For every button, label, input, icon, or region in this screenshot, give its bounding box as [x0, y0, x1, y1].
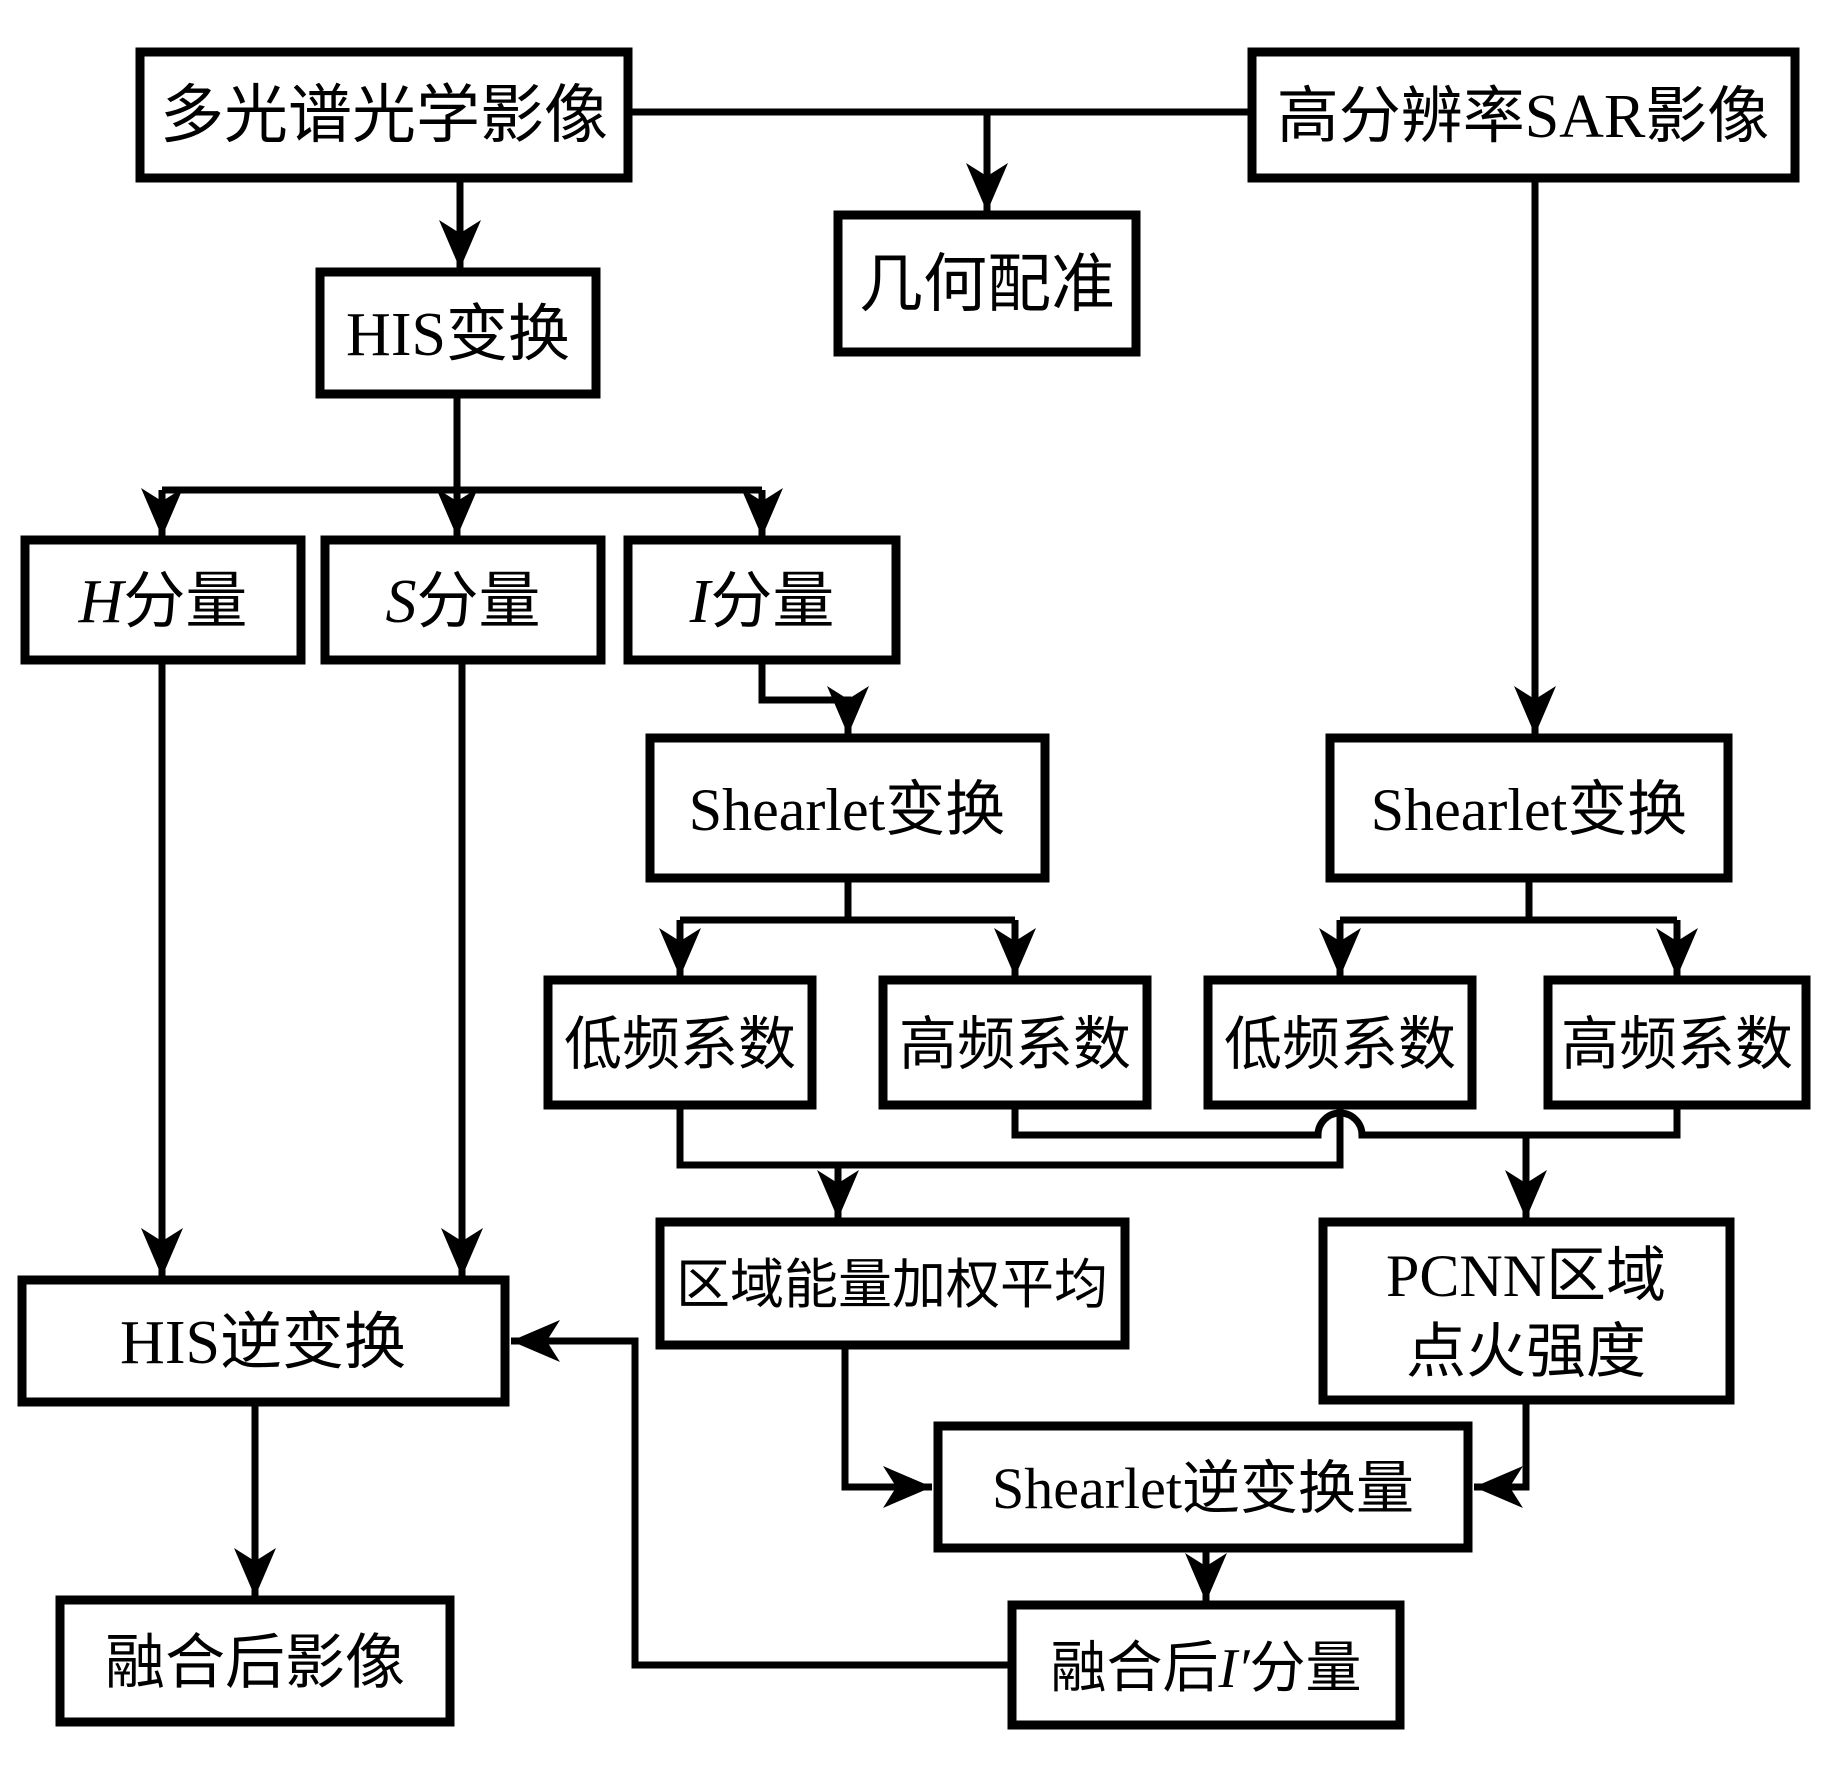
node-region-energy-label: 区域能量加权平均 — [676, 1255, 1108, 1315]
node-geo-registration-label: 几何配准 — [859, 249, 1115, 320]
connector-shearlet-sar-branch — [1340, 878, 1677, 924]
node-h-component-box — [20, 535, 306, 665]
node-region-energy-box — [655, 1217, 1130, 1350]
connector-shearlet-optical-branch — [680, 878, 1015, 924]
s-component-letter: S — [385, 568, 416, 636]
node-multispectral-label: 多光谱光学影像 — [160, 80, 608, 151]
node-low-freq-sar-label: 低频系数 — [1224, 1012, 1456, 1077]
node-fused-i-box — [1007, 1600, 1405, 1730]
connector-fused-i-to-his-inverse — [511, 1320, 1012, 1669]
node-s-component-box — [320, 535, 606, 665]
connector-region-energy-to-shearlet-inverse — [841, 1345, 932, 1508]
node-high-freq-sar-box — [1543, 975, 1811, 1110]
node-shearlet-sar-label: Shearlet变换 — [1371, 777, 1688, 843]
node-shearlet-sar-box — [1325, 733, 1733, 883]
node-fused-i-label: 融合后I′分量 — [1051, 1638, 1362, 1700]
node-i-component-label: I分量 — [689, 568, 835, 636]
node-pcnn-label-line2: 点火强度 — [1406, 1319, 1646, 1385]
node-his-transform-label: HIS变换 — [346, 301, 570, 369]
connector-low-freq-collector — [676, 1105, 1344, 1169]
node-low-freq-optical-label: 低频系数 — [564, 1012, 796, 1077]
node-sar-box — [1247, 47, 1800, 183]
node-multispectral-box — [135, 47, 633, 183]
i-component-suffix: 分量 — [710, 568, 834, 636]
h-component-letter: H — [78, 568, 127, 636]
node-high-freq-optical-box — [878, 975, 1152, 1110]
node-low-freq-sar-box — [1203, 975, 1477, 1110]
node-low-freq-optical-box — [543, 975, 817, 1110]
fused-i-letter: I′ — [1218, 1638, 1251, 1700]
node-sar-label: 高分辨率SAR影像 — [1277, 83, 1770, 151]
node-shearlet-inverse-label: Shearlet逆变换量 — [992, 1456, 1414, 1521]
node-pcnn-box — [1318, 1217, 1735, 1405]
node-high-freq-sar-label: 高频系数 — [1561, 1012, 1793, 1077]
node-fused-image-box — [55, 1595, 455, 1727]
node-shearlet-optical-label: Shearlet变换 — [689, 777, 1006, 843]
fused-i-prefix: 融合后 — [1051, 1638, 1219, 1700]
node-shearlet-inverse-box — [933, 1421, 1473, 1553]
node-pcnn-label-line1: PCNN区域 — [1386, 1243, 1666, 1309]
connector-pcnn-to-shearlet-inverse — [1474, 1400, 1530, 1508]
node-i-component-box — [623, 535, 901, 665]
node-s-component-label: S分量 — [385, 568, 540, 636]
connector-i-component-to-shearlet-optical — [758, 660, 869, 735]
s-component-suffix: 分量 — [416, 568, 540, 636]
h-component-suffix: 分量 — [123, 568, 247, 636]
node-shearlet-optical-box — [645, 733, 1050, 883]
node-geo-registration-box — [833, 210, 1141, 357]
fused-i-suffix: 分量 — [1249, 1638, 1361, 1700]
node-his-transform-box — [315, 267, 601, 399]
node-his-inverse-label: HIS逆变换 — [120, 1309, 406, 1377]
node-fused-image-label: 融合后影像 — [105, 1630, 405, 1696]
node-high-freq-optical-label: 高频系数 — [899, 1012, 1131, 1077]
connector-high-freq-collector-with-hop — [1011, 1105, 1681, 1139]
i-component-letter: I — [689, 568, 714, 636]
node-h-component-label: H分量 — [78, 568, 248, 636]
node-his-inverse-box — [17, 1275, 510, 1407]
